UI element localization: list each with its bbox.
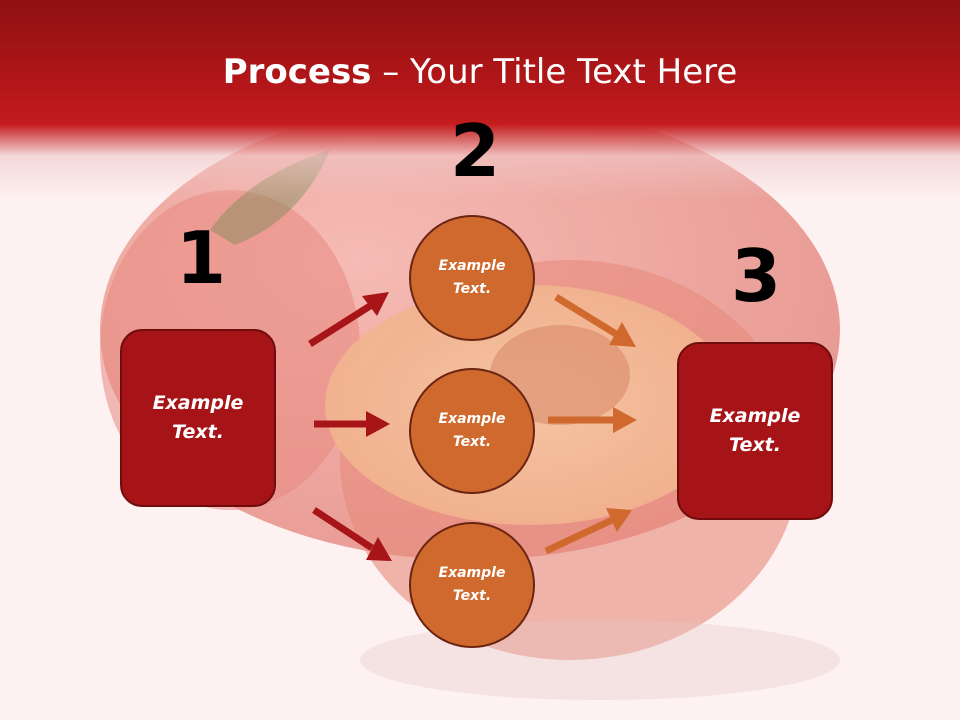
circle-bottom-line2: Text. [452, 588, 492, 604]
arrow-left-down [312, 507, 392, 561]
step-2-circle-top[interactable]: Example Text. [409, 215, 535, 341]
title-bold: Process [222, 52, 372, 92]
slide-title: Process – Your Title Text Here [0, 52, 960, 92]
circle-bottom-line1: Example [438, 565, 506, 581]
circle-middle-line2: Text. [452, 434, 492, 450]
step-2-circle-bottom[interactable]: Example Text. [409, 522, 535, 648]
arrow-right-middle [548, 407, 637, 433]
circle-middle-line1: Example [438, 411, 506, 427]
title-rest: – Your Title Text Here [371, 52, 738, 92]
step-3-box[interactable]: Example Text. [677, 342, 833, 520]
step-3-text-line2: Text. [729, 434, 781, 456]
step-3-text-line1: Example [709, 405, 801, 427]
step-number-1: 1 [176, 216, 227, 300]
step-1-text-line2: Text. [172, 421, 224, 443]
arrow-right-up [544, 508, 632, 555]
circle-top-line2: Text. [452, 281, 492, 297]
step-1-box[interactable]: Example Text. [120, 329, 276, 507]
step-2-circle-middle[interactable]: Example Text. [409, 368, 535, 494]
step-number-3: 3 [731, 234, 782, 318]
arrow-left-up [308, 292, 389, 347]
arrow-left-middle [314, 411, 390, 437]
step-number-2: 2 [450, 109, 501, 193]
arrow-right-down [554, 294, 636, 347]
title-banner [0, 0, 960, 200]
step-1-text-line1: Example [152, 392, 244, 414]
circle-top-line1: Example [438, 258, 506, 274]
